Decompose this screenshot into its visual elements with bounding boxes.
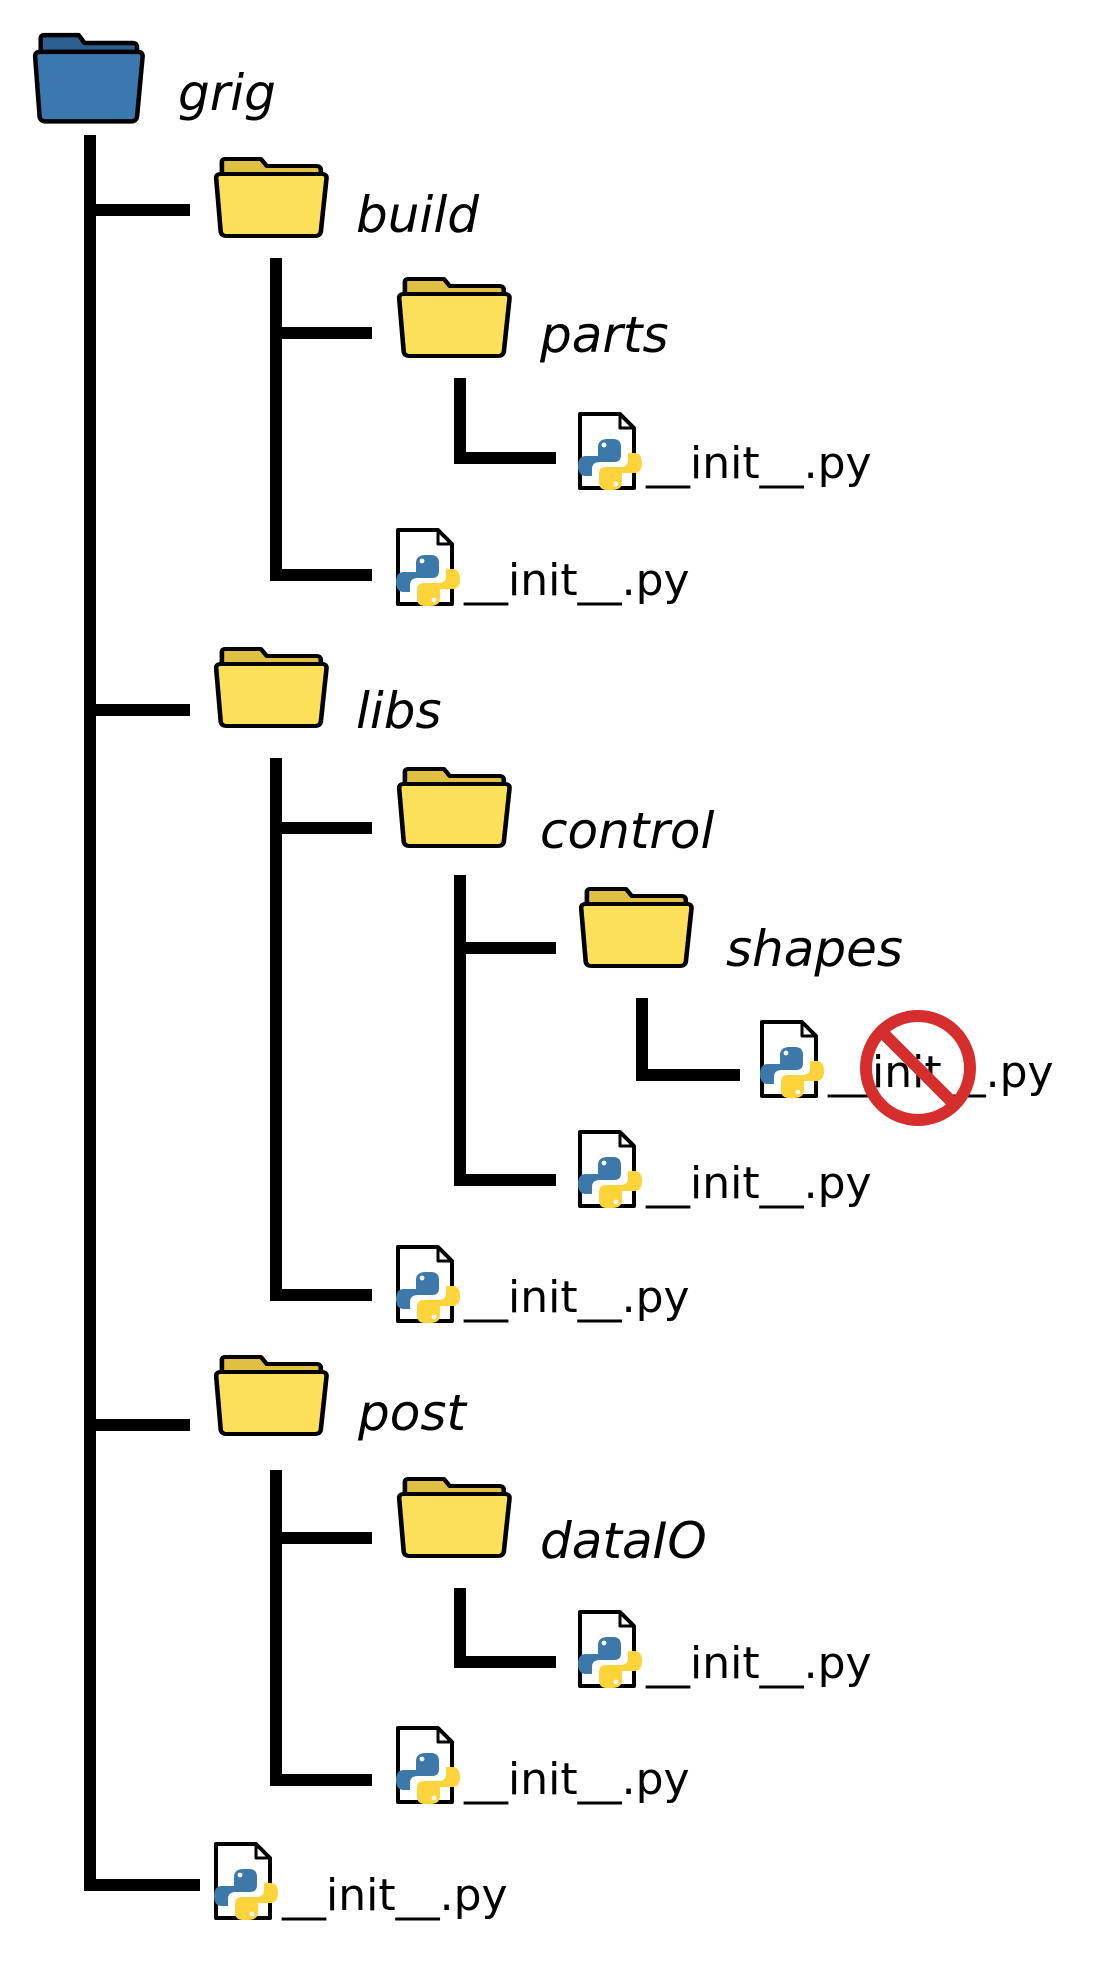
- python-file-icon: [394, 528, 462, 608]
- python-file-icon: [394, 1245, 462, 1325]
- python-file-icon: [576, 1130, 644, 1210]
- connector-shapes: [636, 998, 740, 1081]
- tree-connectors: [84, 135, 740, 1891]
- file-label-libs-init: __init__.py: [463, 1272, 690, 1323]
- python-file-icon: [576, 412, 644, 492]
- file-label-control-init: __init__.py: [645, 1158, 872, 1209]
- prohibited-icon: [860, 1010, 976, 1126]
- python-file-icon: [758, 1020, 826, 1100]
- file-label-parts-init: __init__.py: [645, 438, 872, 489]
- python-file-icon: [576, 1610, 644, 1690]
- file-label-post-init: __init__.py: [463, 1754, 690, 1805]
- folder-label-build: build: [356, 186, 479, 244]
- folder-icon-build: [213, 157, 329, 238]
- folder-icon-dataIO: [396, 1477, 512, 1558]
- file-label-dataIO-init: __init__.py: [645, 1638, 872, 1689]
- folder-label-parts: parts: [539, 306, 669, 364]
- folder-icon-post: [213, 1355, 329, 1436]
- folder-icon-shapes: [578, 887, 694, 968]
- python-file-icon: [394, 1726, 462, 1806]
- file-label-build-init: __init__.py: [463, 555, 690, 606]
- folder-icon-control: [396, 767, 512, 848]
- folder-label-dataIO: dataIO: [540, 1512, 707, 1570]
- folder-label-libs: libs: [356, 682, 442, 740]
- folder-icon-grig: [32, 32, 145, 124]
- folder-label-control: control: [540, 802, 715, 860]
- connector-parts: [454, 378, 556, 464]
- connector-dataIO: [454, 1588, 556, 1668]
- connector-libs: [270, 758, 372, 1301]
- folder-icon-parts: [396, 277, 512, 358]
- folder-label-shapes: shapes: [726, 920, 903, 978]
- connector-post: [270, 1470, 372, 1786]
- folder-label-post: post: [357, 1384, 468, 1442]
- connector-grig: [84, 135, 200, 1891]
- connector-build: [270, 258, 372, 581]
- connector-control: [454, 875, 556, 1186]
- folder-label-grig: grig: [178, 64, 276, 122]
- folder-icon-libs: [213, 647, 329, 728]
- python-file-icon: [212, 1842, 280, 1922]
- file-label-grig-init: __init__.py: [281, 1870, 508, 1921]
